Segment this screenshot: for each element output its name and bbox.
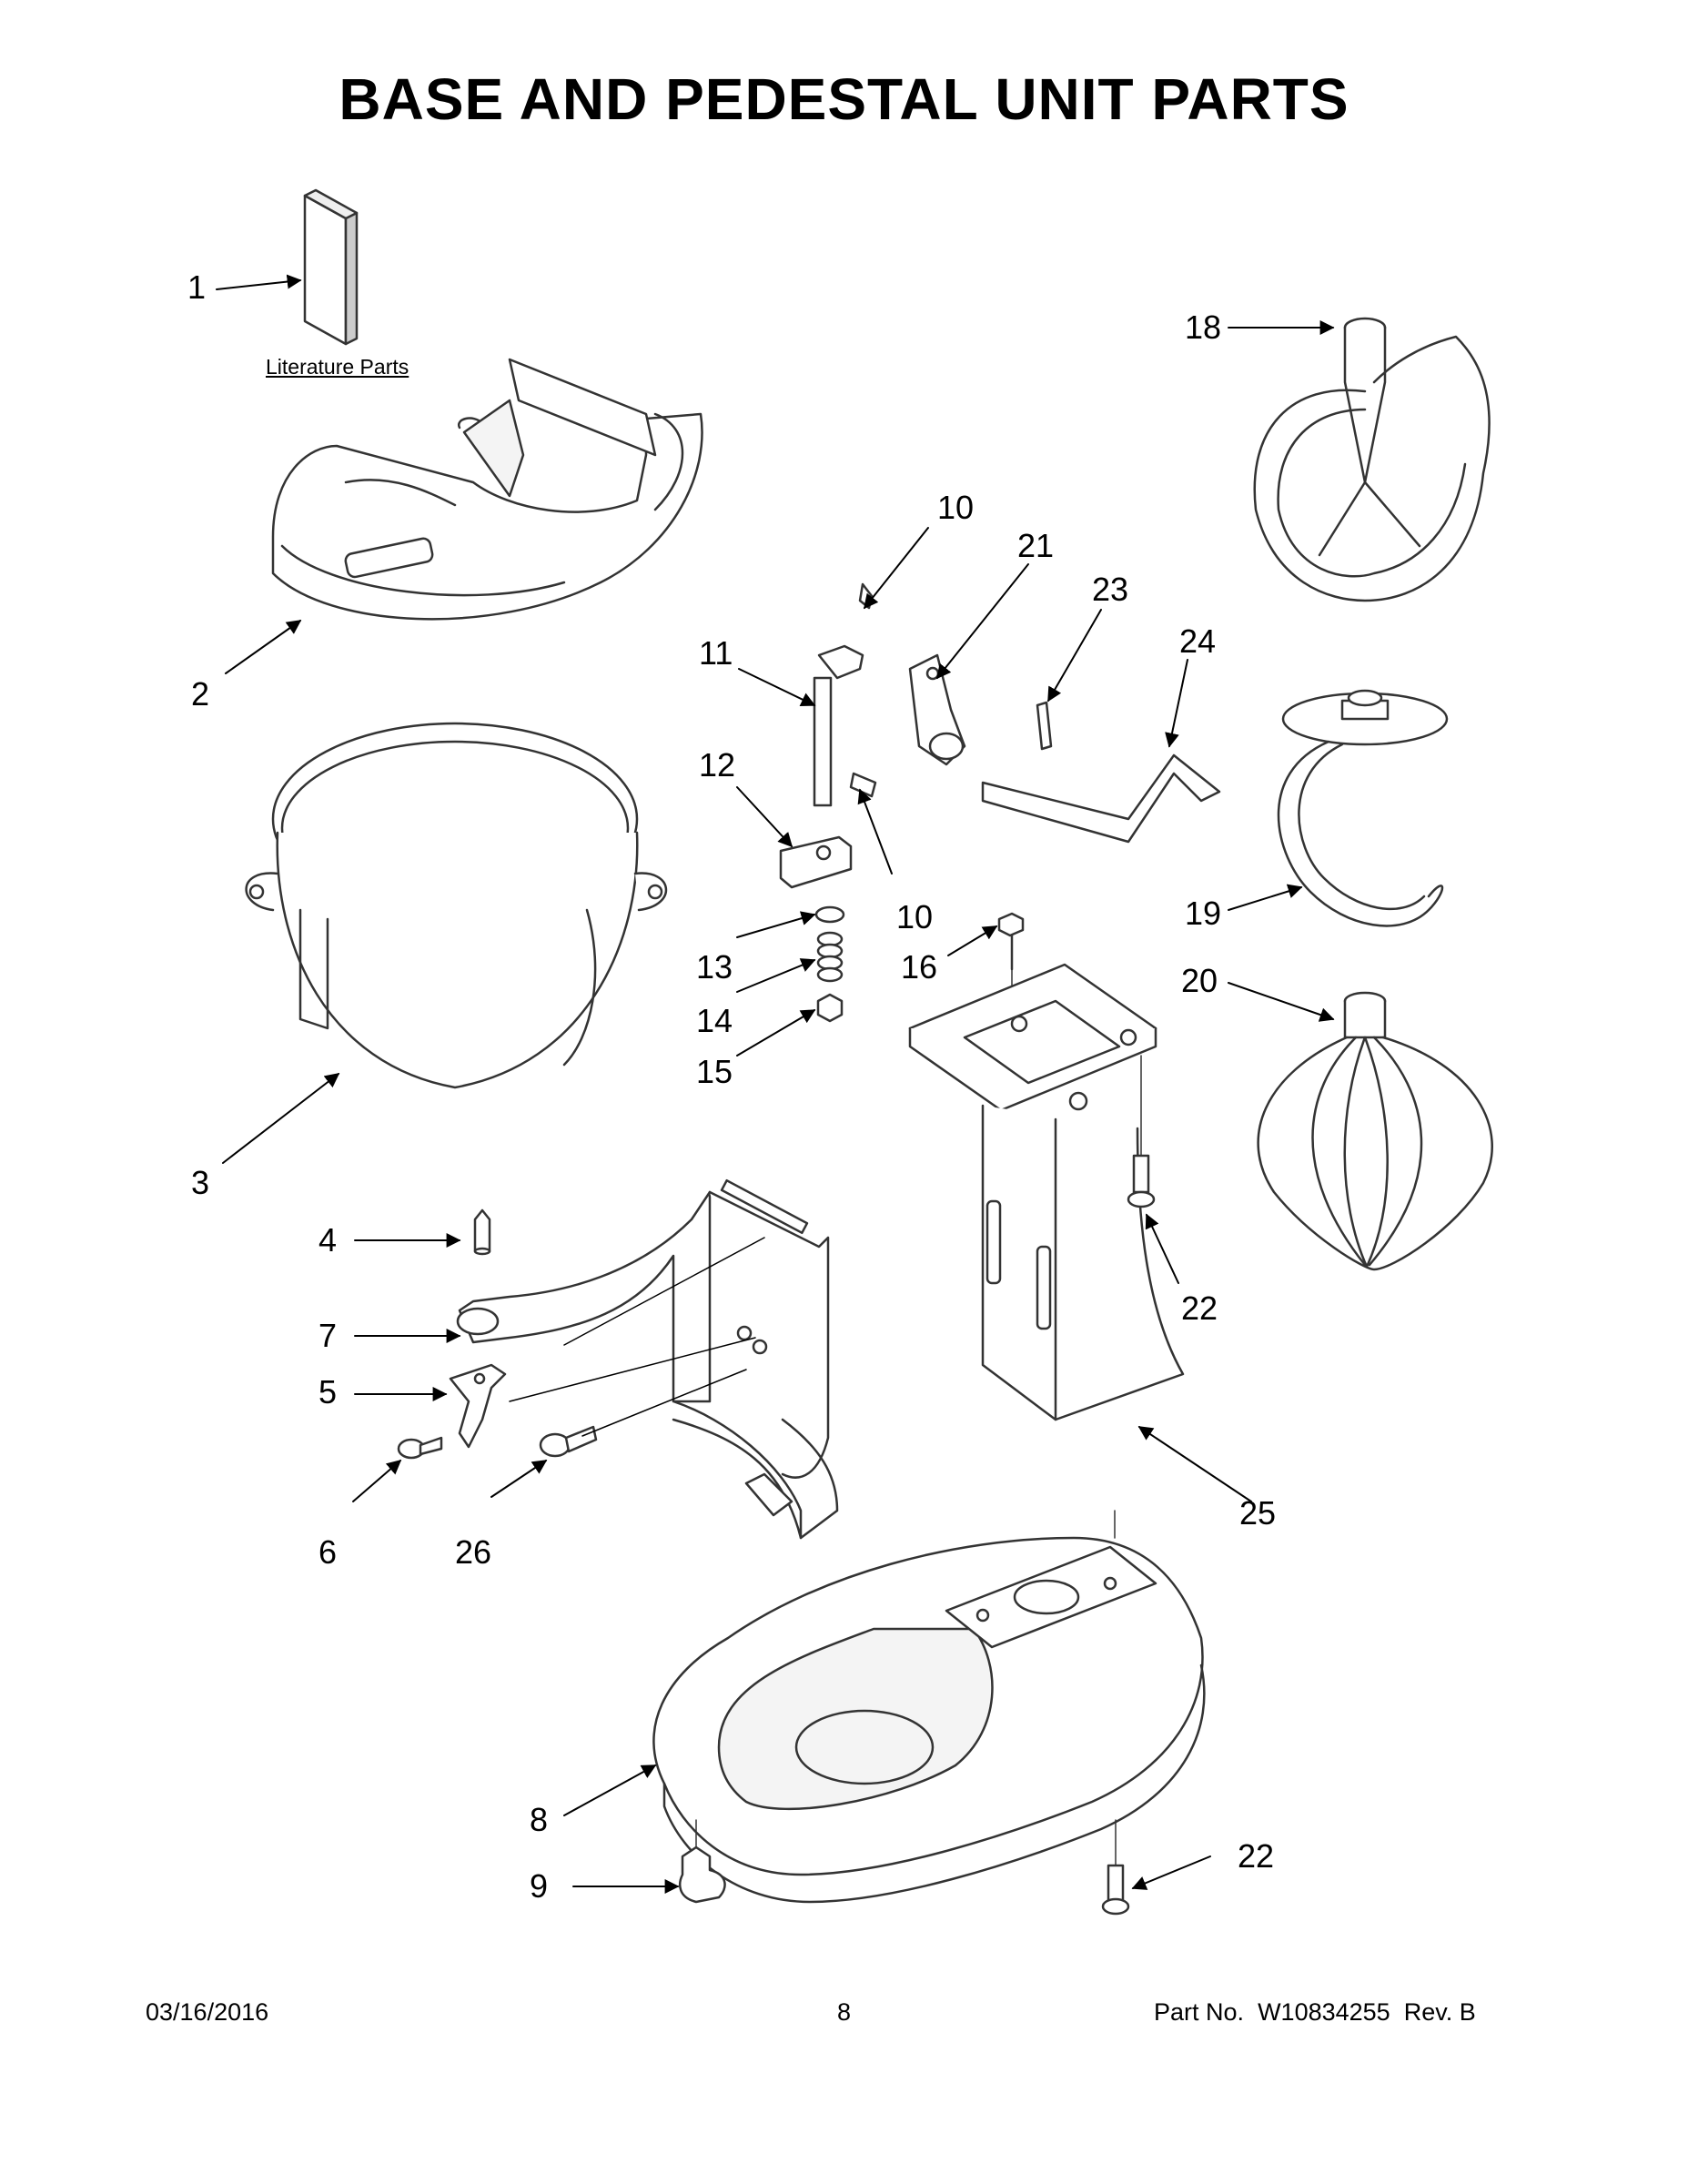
bowl-lift-handle-parts	[908, 653, 1221, 844]
bowl-lift-linkage-parts	[779, 582, 877, 1023]
part-2-pouring-shield	[271, 358, 703, 621]
part-4-pin	[473, 1208, 491, 1256]
footer-revision: Rev. B	[1403, 1998, 1476, 2026]
callout-21: 21	[1017, 527, 1055, 564]
part-8-base	[652, 1510, 1206, 1904]
callout-13: 13	[696, 948, 733, 986]
callout-10-lower: 10	[896, 898, 934, 935]
callout-18: 18	[1185, 308, 1222, 346]
callout-11: 11	[699, 634, 733, 672]
callout-1: 1	[187, 268, 207, 306]
callout-16: 16	[901, 948, 938, 986]
part-22-screw-lower	[1101, 1819, 1130, 1916]
footer-part-label: Part No.	[1154, 1998, 1245, 2026]
callout-9: 9	[530, 1867, 549, 1905]
callout-6: 6	[318, 1533, 338, 1571]
part-26-screw	[539, 1425, 598, 1458]
part-22-screw-upper	[1127, 1055, 1156, 1208]
callout-22-upper: 22	[1181, 1289, 1218, 1327]
callout-7: 7	[318, 1317, 338, 1354]
part-18-flat-beater	[1253, 317, 1491, 602]
callout-15: 15	[696, 1053, 733, 1090]
callout-5: 5	[318, 1373, 338, 1410]
part-20-wire-whip	[1257, 991, 1493, 1271]
callout-19: 19	[1185, 895, 1222, 932]
callout-8: 8	[530, 1801, 549, 1838]
callout-2: 2	[191, 675, 210, 713]
callout-20: 20	[1181, 962, 1218, 999]
part-7-bowl-support	[456, 1178, 839, 1540]
callout-23: 23	[1092, 571, 1129, 608]
part-9-foot	[679, 1819, 726, 1904]
footer-page-number: 8	[836, 1998, 852, 2026]
part-1-literature-booklet	[303, 188, 359, 346]
part-19-dough-hook	[1277, 689, 1449, 927]
callout-3: 3	[191, 1164, 210, 1201]
callout-14: 14	[696, 1002, 733, 1039]
callout-26: 26	[455, 1533, 492, 1571]
footer-part-number: W10834255	[1258, 1998, 1390, 2026]
callout-24: 24	[1179, 622, 1217, 660]
callout-4: 4	[318, 1221, 338, 1259]
part-3-mixing-bowl	[245, 722, 668, 1089]
part-6-screw	[397, 1436, 443, 1460]
callout-12: 12	[699, 746, 736, 784]
page-title: BASE AND PEDESTAL UNIT PARTS	[339, 66, 1349, 132]
callout-leaders	[216, 274, 1335, 1894]
callout-10-upper: 10	[937, 489, 975, 526]
callout-22-lower: 22	[1238, 1837, 1275, 1875]
footer-part-info: Part No. W10834255 Rev. B	[1154, 1998, 1476, 2027]
footer-date: 03/16/2016	[146, 1998, 269, 2026]
callout-25: 25	[1239, 1494, 1277, 1532]
part-5-clip	[449, 1363, 507, 1449]
literature-parts-label: Literature Parts	[266, 355, 409, 379]
